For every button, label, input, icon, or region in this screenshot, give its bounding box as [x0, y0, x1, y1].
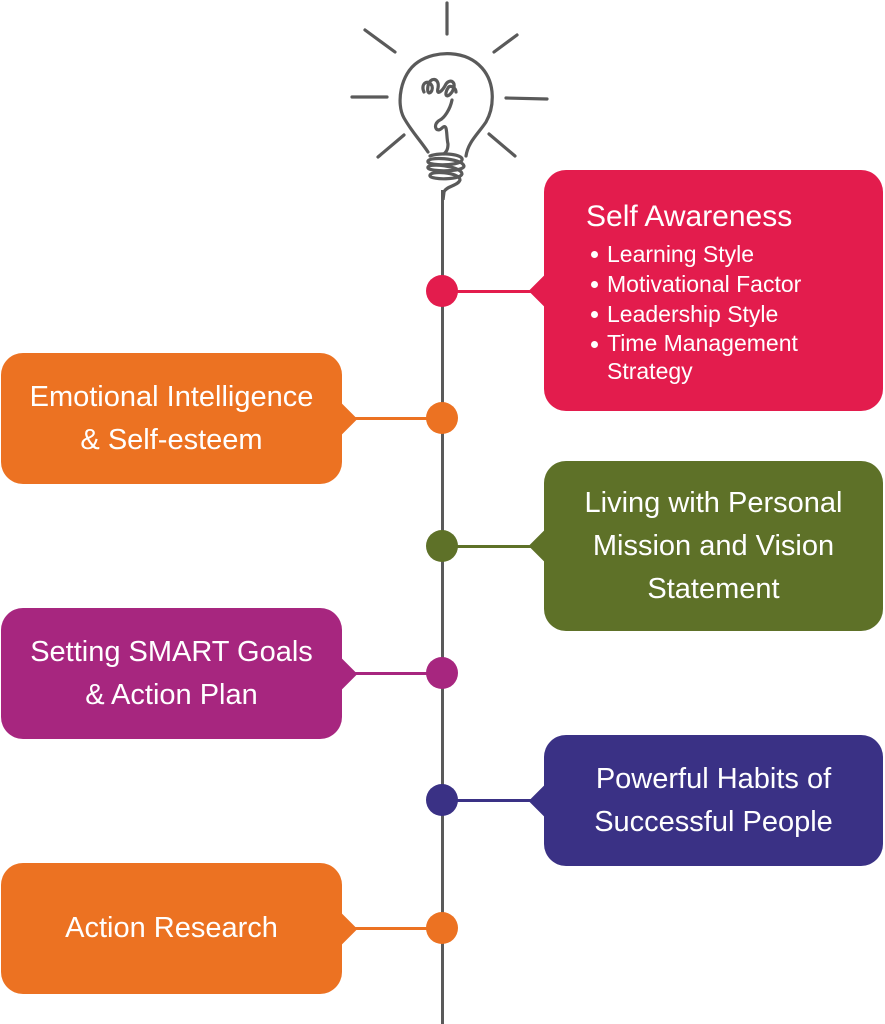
- callout-action-research: Action Research: [1, 863, 358, 994]
- connector-powerful-habits: [450, 799, 550, 802]
- callout-pointer: [320, 400, 358, 437]
- bullet-item: Leadership Style: [590, 299, 883, 329]
- callout-self-awareness: Self Awareness Learning Style Motivation…: [528, 170, 883, 411]
- callout-line: Action Research: [65, 912, 278, 944]
- callout-line: Living with Personal: [584, 486, 843, 519]
- timeline-node-personal-mission: [426, 530, 458, 562]
- callout-line: Mission and Vision: [592, 529, 835, 562]
- bullet-line: Strategy: [607, 357, 693, 384]
- connector-emotional-intelligence: [335, 417, 435, 420]
- connector-personal-mission: [450, 545, 550, 548]
- bullet-item: Time Management Strategy: [590, 329, 883, 385]
- timeline-line: [441, 190, 444, 1024]
- bullet-item: Learning Style: [590, 239, 883, 269]
- connector-action-research: [335, 927, 435, 930]
- callout-personal-mission: Living with Personal Mission and Vision …: [528, 461, 883, 631]
- bullet-item: Motivational Factor: [590, 269, 883, 299]
- bullet-list: Learning Style Motivational Factor Leade…: [544, 239, 883, 385]
- timeline-node-smart-goals: [426, 657, 458, 689]
- callout-pointer: [528, 527, 566, 565]
- timeline-node-self-awareness: [426, 275, 458, 307]
- callout-pointer: [528, 782, 566, 819]
- callout-line: Powerful Habits of: [595, 762, 832, 795]
- connector-smart-goals: [335, 672, 435, 675]
- callout-line: Successful People: [594, 805, 833, 838]
- callout-emotional-intelligence: Emotional Intelligence & Self-esteem: [1, 353, 358, 484]
- timeline-node-emotional-intelligence: [426, 402, 458, 434]
- callout-powerful-habits: Powerful Habits of Successful People: [528, 735, 883, 866]
- callout-line: & Action Plan: [85, 678, 258, 711]
- callout-line: Emotional Intelligence: [29, 380, 314, 413]
- callout-pointer: [320, 910, 358, 947]
- callout-pointer: [320, 655, 358, 692]
- callout-line: Statement: [647, 572, 780, 605]
- callout-line: & Self-esteem: [80, 423, 263, 456]
- connector-self-awareness: [450, 290, 550, 293]
- callout-title: Self Awareness: [586, 199, 793, 233]
- callout-line: Setting SMART Goals: [30, 635, 313, 668]
- callout-smart-goals: Setting SMART Goals & Action Plan: [1, 608, 358, 739]
- bullet-line: Time Management: [607, 329, 798, 356]
- timeline-node-powerful-habits: [426, 784, 458, 816]
- lightbulb-icon: [350, 1, 549, 200]
- timeline-node-action-research: [426, 912, 458, 944]
